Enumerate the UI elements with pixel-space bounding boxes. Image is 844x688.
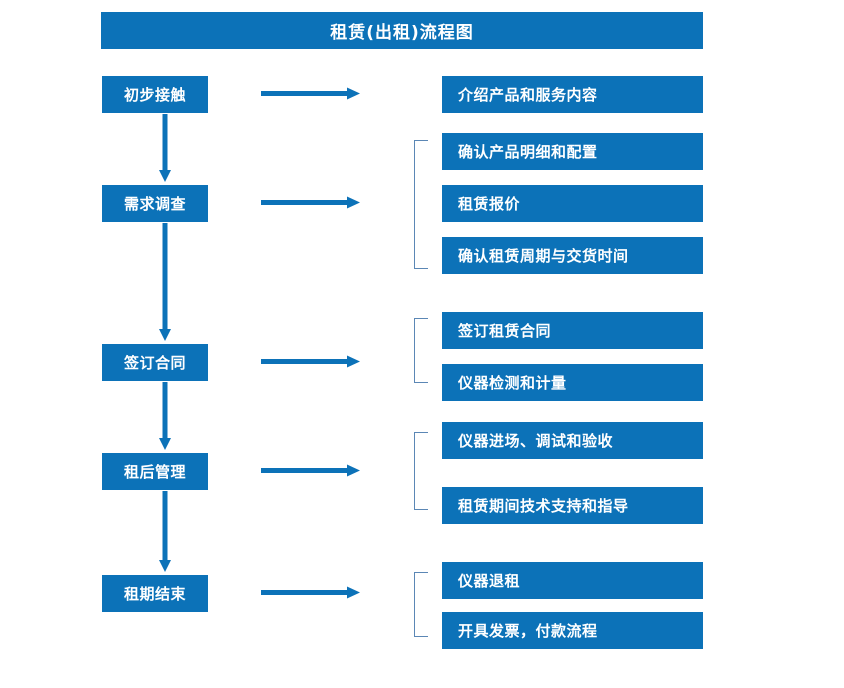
flow-arrow-right-0 bbox=[261, 86, 361, 102]
flow-arrow-right-2 bbox=[261, 354, 361, 370]
stage-box-4[interactable]: 租期结束 bbox=[102, 575, 208, 612]
task-box-1-2[interactable]: 确认租赁周期与交货时间 bbox=[442, 237, 703, 274]
flow-arrow-right-1 bbox=[261, 195, 361, 211]
stage-box-2[interactable]: 签订合同 bbox=[102, 344, 208, 381]
diagram-title: 租赁(出租)流程图 bbox=[101, 12, 703, 49]
task-box-3-1[interactable]: 租赁期间技术支持和指导 bbox=[442, 487, 703, 524]
task-box-1-1[interactable]: 租赁报价 bbox=[442, 185, 703, 222]
task-box-3-0[interactable]: 仪器进场、调试和验收 bbox=[442, 422, 703, 459]
group-bracket-2 bbox=[414, 318, 428, 383]
flow-arrow-right-3 bbox=[261, 463, 361, 479]
task-box-0-0[interactable]: 介绍产品和服务内容 bbox=[442, 76, 703, 113]
flow-arrow-down-1 bbox=[157, 223, 173, 341]
task-box-4-0[interactable]: 仪器退租 bbox=[442, 562, 703, 599]
flow-arrow-right-4 bbox=[261, 585, 361, 601]
flow-arrow-down-0 bbox=[157, 114, 173, 182]
stage-box-0[interactable]: 初步接触 bbox=[102, 76, 208, 113]
task-box-4-1[interactable]: 开具发票，付款流程 bbox=[442, 612, 703, 649]
task-box-2-1[interactable]: 仪器检测和计量 bbox=[442, 364, 703, 401]
task-box-2-0[interactable]: 签订租赁合同 bbox=[442, 312, 703, 349]
stage-box-3[interactable]: 租后管理 bbox=[102, 453, 208, 490]
group-bracket-3 bbox=[414, 432, 428, 510]
flow-arrow-down-2 bbox=[157, 382, 173, 450]
group-bracket-1 bbox=[414, 140, 428, 269]
group-bracket-4 bbox=[414, 572, 428, 637]
flow-arrow-down-3 bbox=[157, 491, 173, 572]
stage-box-1[interactable]: 需求调查 bbox=[102, 185, 208, 222]
task-box-1-0[interactable]: 确认产品明细和配置 bbox=[442, 133, 703, 170]
